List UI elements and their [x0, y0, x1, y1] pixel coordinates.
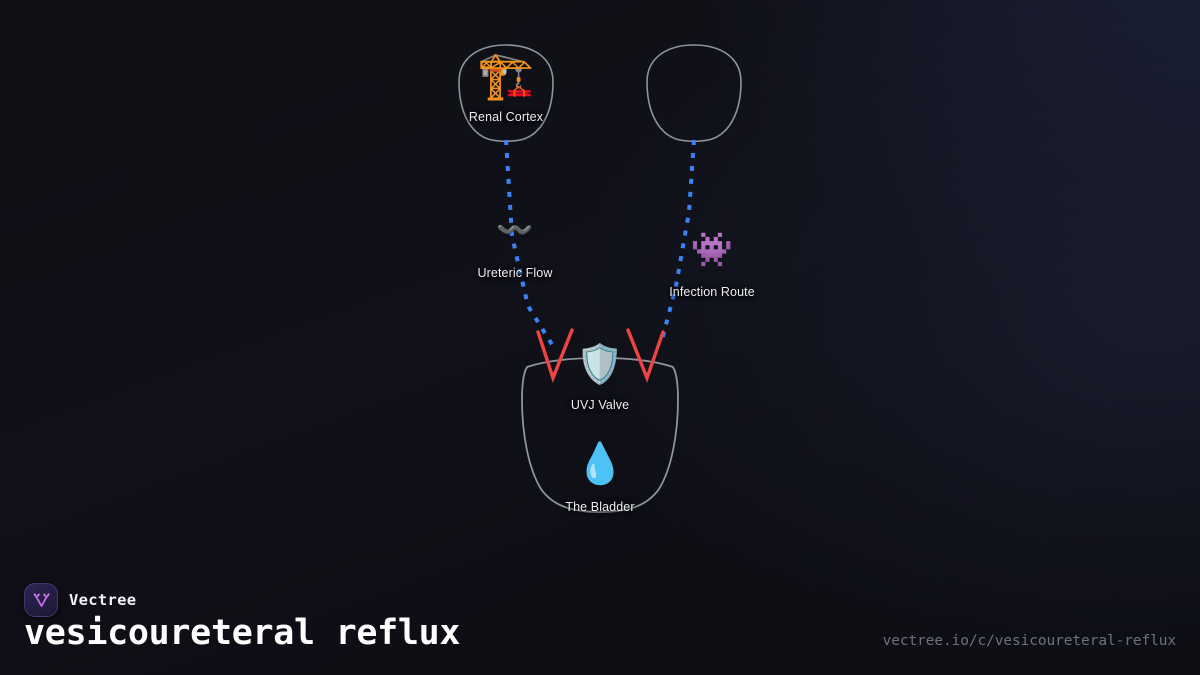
- construction-crane-icon: 🏗️: [477, 48, 535, 102]
- node-label-the-bladder: The Bladder: [565, 500, 635, 514]
- alien-monster-icon: 👾: [690, 230, 734, 270]
- organ-outline-right-kidney[interactable]: [646, 44, 742, 143]
- page-title: vesicoureteral reflux: [24, 613, 461, 653]
- organ-outline-bladder[interactable]: [521, 357, 679, 513]
- wavy-dash-icon: 〰️: [496, 213, 534, 248]
- node-label-ureteric-flow: Ureteric Flow: [477, 266, 553, 280]
- reflux-arrow-right[interactable]: [626, 328, 665, 383]
- footer-bar: Vectree vesicoureteral reflux vectree.io…: [0, 565, 1200, 675]
- brand-row[interactable]: Vectree: [24, 583, 136, 617]
- node-label-infection-route: Infection Route: [669, 285, 755, 299]
- edge-rightkidney-to-uvj[interactable]: [660, 139, 696, 341]
- node-label-uvj-valve: UVJ Valve: [570, 398, 630, 412]
- node-label-renal-cortex: Renal Cortex: [468, 110, 544, 124]
- droplet-icon: 💧: [575, 441, 625, 487]
- vectree-v-logo-icon: [24, 583, 58, 617]
- page-url: vectree.io/c/vesicoureteral-reflux: [882, 633, 1177, 649]
- brand-name: Vectree: [69, 591, 137, 609]
- edge-cortex-to-uvj[interactable]: [504, 139, 555, 348]
- shield-icon: 🛡️: [576, 342, 624, 386]
- reflux-arrow-left[interactable]: [536, 328, 574, 384]
